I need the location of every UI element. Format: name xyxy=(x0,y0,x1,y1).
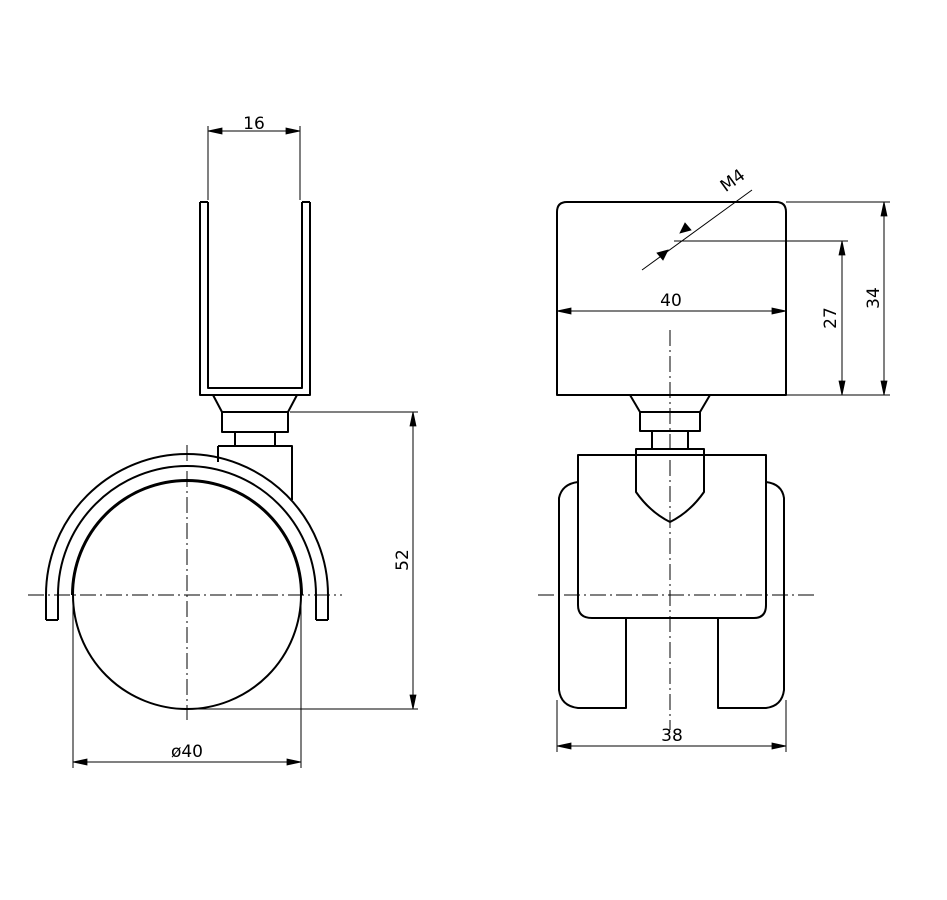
arrow-plate-left xyxy=(556,307,572,315)
stem-socket-outer xyxy=(199,202,311,396)
arrow-wheel-left xyxy=(72,758,88,766)
side-view: 16 ø40 52 xyxy=(28,114,418,768)
swivel-collar xyxy=(221,411,289,433)
dim-text-wheel-width: 38 xyxy=(661,726,683,746)
arrow-plate-height-bottom xyxy=(880,380,888,396)
dim-text-stem-width: 16 xyxy=(243,114,265,134)
arrow-thread-a xyxy=(656,249,669,261)
dim-text-total-height: 52 xyxy=(393,549,413,571)
front-housing-socket xyxy=(635,448,705,523)
arrow-wheel-right xyxy=(286,758,302,766)
swivel-pin xyxy=(234,431,276,447)
dim-text-thread: M4 xyxy=(717,165,749,196)
dim-text-plate-height: 34 xyxy=(864,287,884,309)
housing-arm xyxy=(217,445,293,500)
dim-text-hole-height: 27 xyxy=(821,307,841,329)
stem-socket-inner xyxy=(207,202,303,389)
arrow-hole-top xyxy=(838,240,846,256)
arrow-plate-height-top xyxy=(880,201,888,217)
dim-text-wheel-diameter: ø40 xyxy=(171,742,203,762)
front-housing xyxy=(577,454,767,619)
front-wheel-left xyxy=(558,481,627,709)
arrow-stem-right xyxy=(285,127,301,135)
arrow-plate-right xyxy=(771,307,787,315)
front-view: 40 M4 27 34 38 xyxy=(538,165,890,752)
front-wheel-right xyxy=(717,481,785,709)
mounting-plate xyxy=(556,201,787,396)
arrow-width-right xyxy=(771,742,787,750)
arrow-hole-bottom xyxy=(838,380,846,396)
arrow-width-left xyxy=(556,742,572,750)
arrow-height-top xyxy=(409,411,417,427)
swivel-cone xyxy=(212,394,298,413)
arrow-height-bottom xyxy=(409,694,417,710)
arrow-thread-b xyxy=(679,222,692,234)
arrow-stem-left xyxy=(207,127,223,135)
dim-text-plate-width: 40 xyxy=(660,291,682,311)
